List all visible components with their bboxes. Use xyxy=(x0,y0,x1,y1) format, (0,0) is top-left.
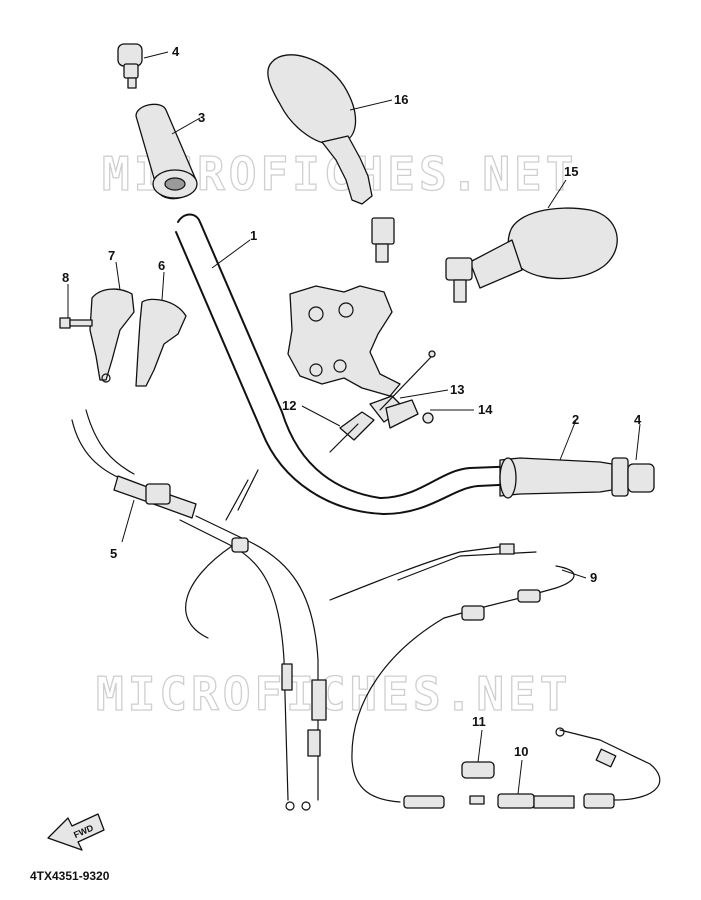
mirror-15 xyxy=(445,207,618,303)
watermark-bottom: MICROFICHES.NET xyxy=(96,667,571,721)
callout-14: 14 xyxy=(478,402,493,417)
throttle-cable-9 xyxy=(351,543,575,803)
callout-2: 2 xyxy=(572,412,579,427)
switch-housing-7 xyxy=(89,288,135,383)
handlebar xyxy=(175,213,521,521)
callout-12: 12 xyxy=(282,398,296,413)
callout-6: 6 xyxy=(158,258,165,273)
callout-4-top: 4 xyxy=(172,44,180,59)
callout-1: 1 xyxy=(250,228,257,243)
callout-15: 15 xyxy=(564,164,578,179)
callout-8: 8 xyxy=(62,270,69,285)
callout-3: 3 xyxy=(198,110,205,125)
screw-8 xyxy=(59,317,93,329)
clamp-bracket xyxy=(287,285,401,397)
callout-4-right: 4 xyxy=(634,412,642,427)
cable-clip-11 xyxy=(461,761,495,779)
cable-assembly-5 xyxy=(71,409,327,811)
callout-5: 5 xyxy=(110,546,117,561)
callout-11: 11 xyxy=(472,714,486,729)
throttle-cable-10 xyxy=(403,727,661,809)
callout-labels: 4 3 16 15 1 7 6 8 13 12 14 2 4 5 9 11 10 xyxy=(62,44,642,759)
switch-housing-6 xyxy=(135,298,187,387)
fwd-arrow-icon: FWD xyxy=(47,813,105,851)
fender-outline xyxy=(185,545,507,639)
callout-16: 16 xyxy=(394,92,408,107)
left-end-weight xyxy=(117,43,143,89)
callout-9: 9 xyxy=(590,570,597,585)
lever-assembly xyxy=(329,350,436,453)
right-grip xyxy=(499,457,655,499)
leader-lines xyxy=(67,51,641,795)
mirror-16 xyxy=(267,54,395,263)
callout-10: 10 xyxy=(514,744,528,759)
callout-13: 13 xyxy=(450,382,464,397)
callout-7: 7 xyxy=(108,248,115,263)
part-code: 4TX4351-9320 xyxy=(30,869,110,883)
left-grip xyxy=(135,103,198,200)
